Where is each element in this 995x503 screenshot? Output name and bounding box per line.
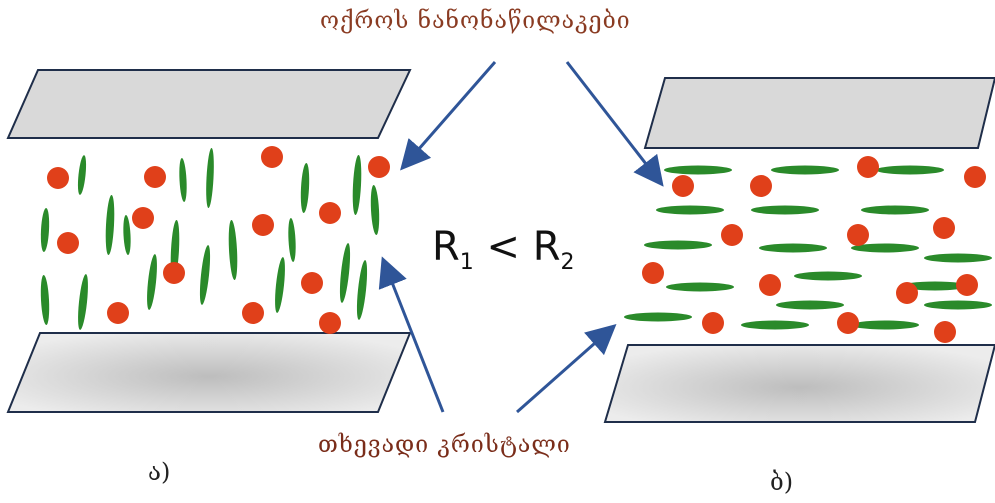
arrow-nanoparticles-to-panel-b [567,62,660,182]
gold-nanoparticle [252,214,274,236]
lc-molecule [644,241,712,250]
gold-nanoparticle [702,312,724,334]
gold-nanoparticle [319,312,341,334]
gold-nanoparticle [319,202,341,224]
resistance-r2-subscript: 2 [561,250,575,275]
arrow-nanoparticles-to-panel-a [404,62,495,166]
gold-nanoparticle [847,224,869,246]
lc-molecule [300,163,311,213]
lc-molecule [751,206,819,215]
panel-a-bottom-electrode [8,333,410,412]
lc-molecule [40,208,50,252]
resistance-r1-letter: R [432,224,460,270]
lc-molecule [776,301,844,310]
gold-nanoparticle [934,321,956,343]
resistance-r2-letter: R [533,224,561,270]
gold-nanoparticle [368,156,390,178]
gold-nanoparticle [107,302,129,324]
gold-nanoparticle [672,175,694,197]
lc-molecule [924,301,992,310]
panel-a-label: ა) [148,458,170,486]
lc-molecule [656,206,724,215]
gold-nanoparticle [837,312,859,334]
gold-nanoparticle [242,302,264,324]
lc-molecule [771,166,839,175]
lc-molecule [876,166,944,175]
panel-b-label: ბ) [770,468,793,496]
gold-nanoparticle [956,274,978,296]
lc-molecule [104,195,115,255]
panel-a-top-electrode [8,70,410,138]
panel-b-liquid-crystal-layer [624,156,992,343]
panel-b-bottom-electrode [605,345,995,422]
gold-nanoparticles-label: ოქროს ნანონაწილაკები [320,8,631,34]
gold-nanoparticle [57,232,79,254]
gold-nanoparticle [261,146,283,168]
gold-nanoparticle [144,166,166,188]
less-than-sign: < [474,224,533,270]
lc-molecule [122,215,131,255]
gold-nanoparticle [750,175,772,197]
gold-nanoparticle [47,167,69,189]
gold-nanoparticle [721,224,743,246]
lc-molecule [145,254,159,311]
lc-molecule [198,245,212,306]
lc-molecule [666,283,734,292]
lc-molecule [227,220,238,280]
panel-b-top-electrode [645,78,995,148]
gold-nanoparticle [759,274,781,296]
lc-molecule [287,218,296,262]
lc-molecule [76,274,90,331]
arrow-liquid-crystal-to-panel-b [517,328,612,412]
lc-molecule [351,155,362,215]
lc-molecule [924,254,992,263]
lc-molecule [370,185,381,235]
gold-nanoparticle [857,156,879,178]
panel-a-liquid-crystal-layer [40,146,390,334]
lc-molecule [338,243,352,304]
lc-molecule [741,321,809,330]
lc-molecule [624,313,692,322]
gold-nanoparticle [163,262,185,284]
gold-nanoparticle [933,217,955,239]
lc-molecule [759,244,827,253]
lc-molecule [861,206,929,215]
lc-molecule [76,155,87,196]
lc-molecule [355,260,369,321]
resistance-relation-label: R1 < R2 [432,224,575,275]
gold-nanoparticle [642,262,664,284]
gold-nanoparticle [896,282,918,304]
resistance-r1-subscript: 1 [460,250,474,275]
lc-molecule [205,148,215,208]
lc-molecule [851,321,919,330]
lc-molecule [664,166,732,175]
lc-molecule [794,272,862,281]
gold-nanoparticle [301,272,323,294]
lc-molecule [178,158,187,202]
lc-molecule [40,275,51,325]
lc-molecule [273,257,287,314]
gold-nanoparticle [132,207,154,229]
liquid-crystal-label: თხევადი კრისტალი [318,432,571,458]
gold-nanoparticle [964,166,986,188]
